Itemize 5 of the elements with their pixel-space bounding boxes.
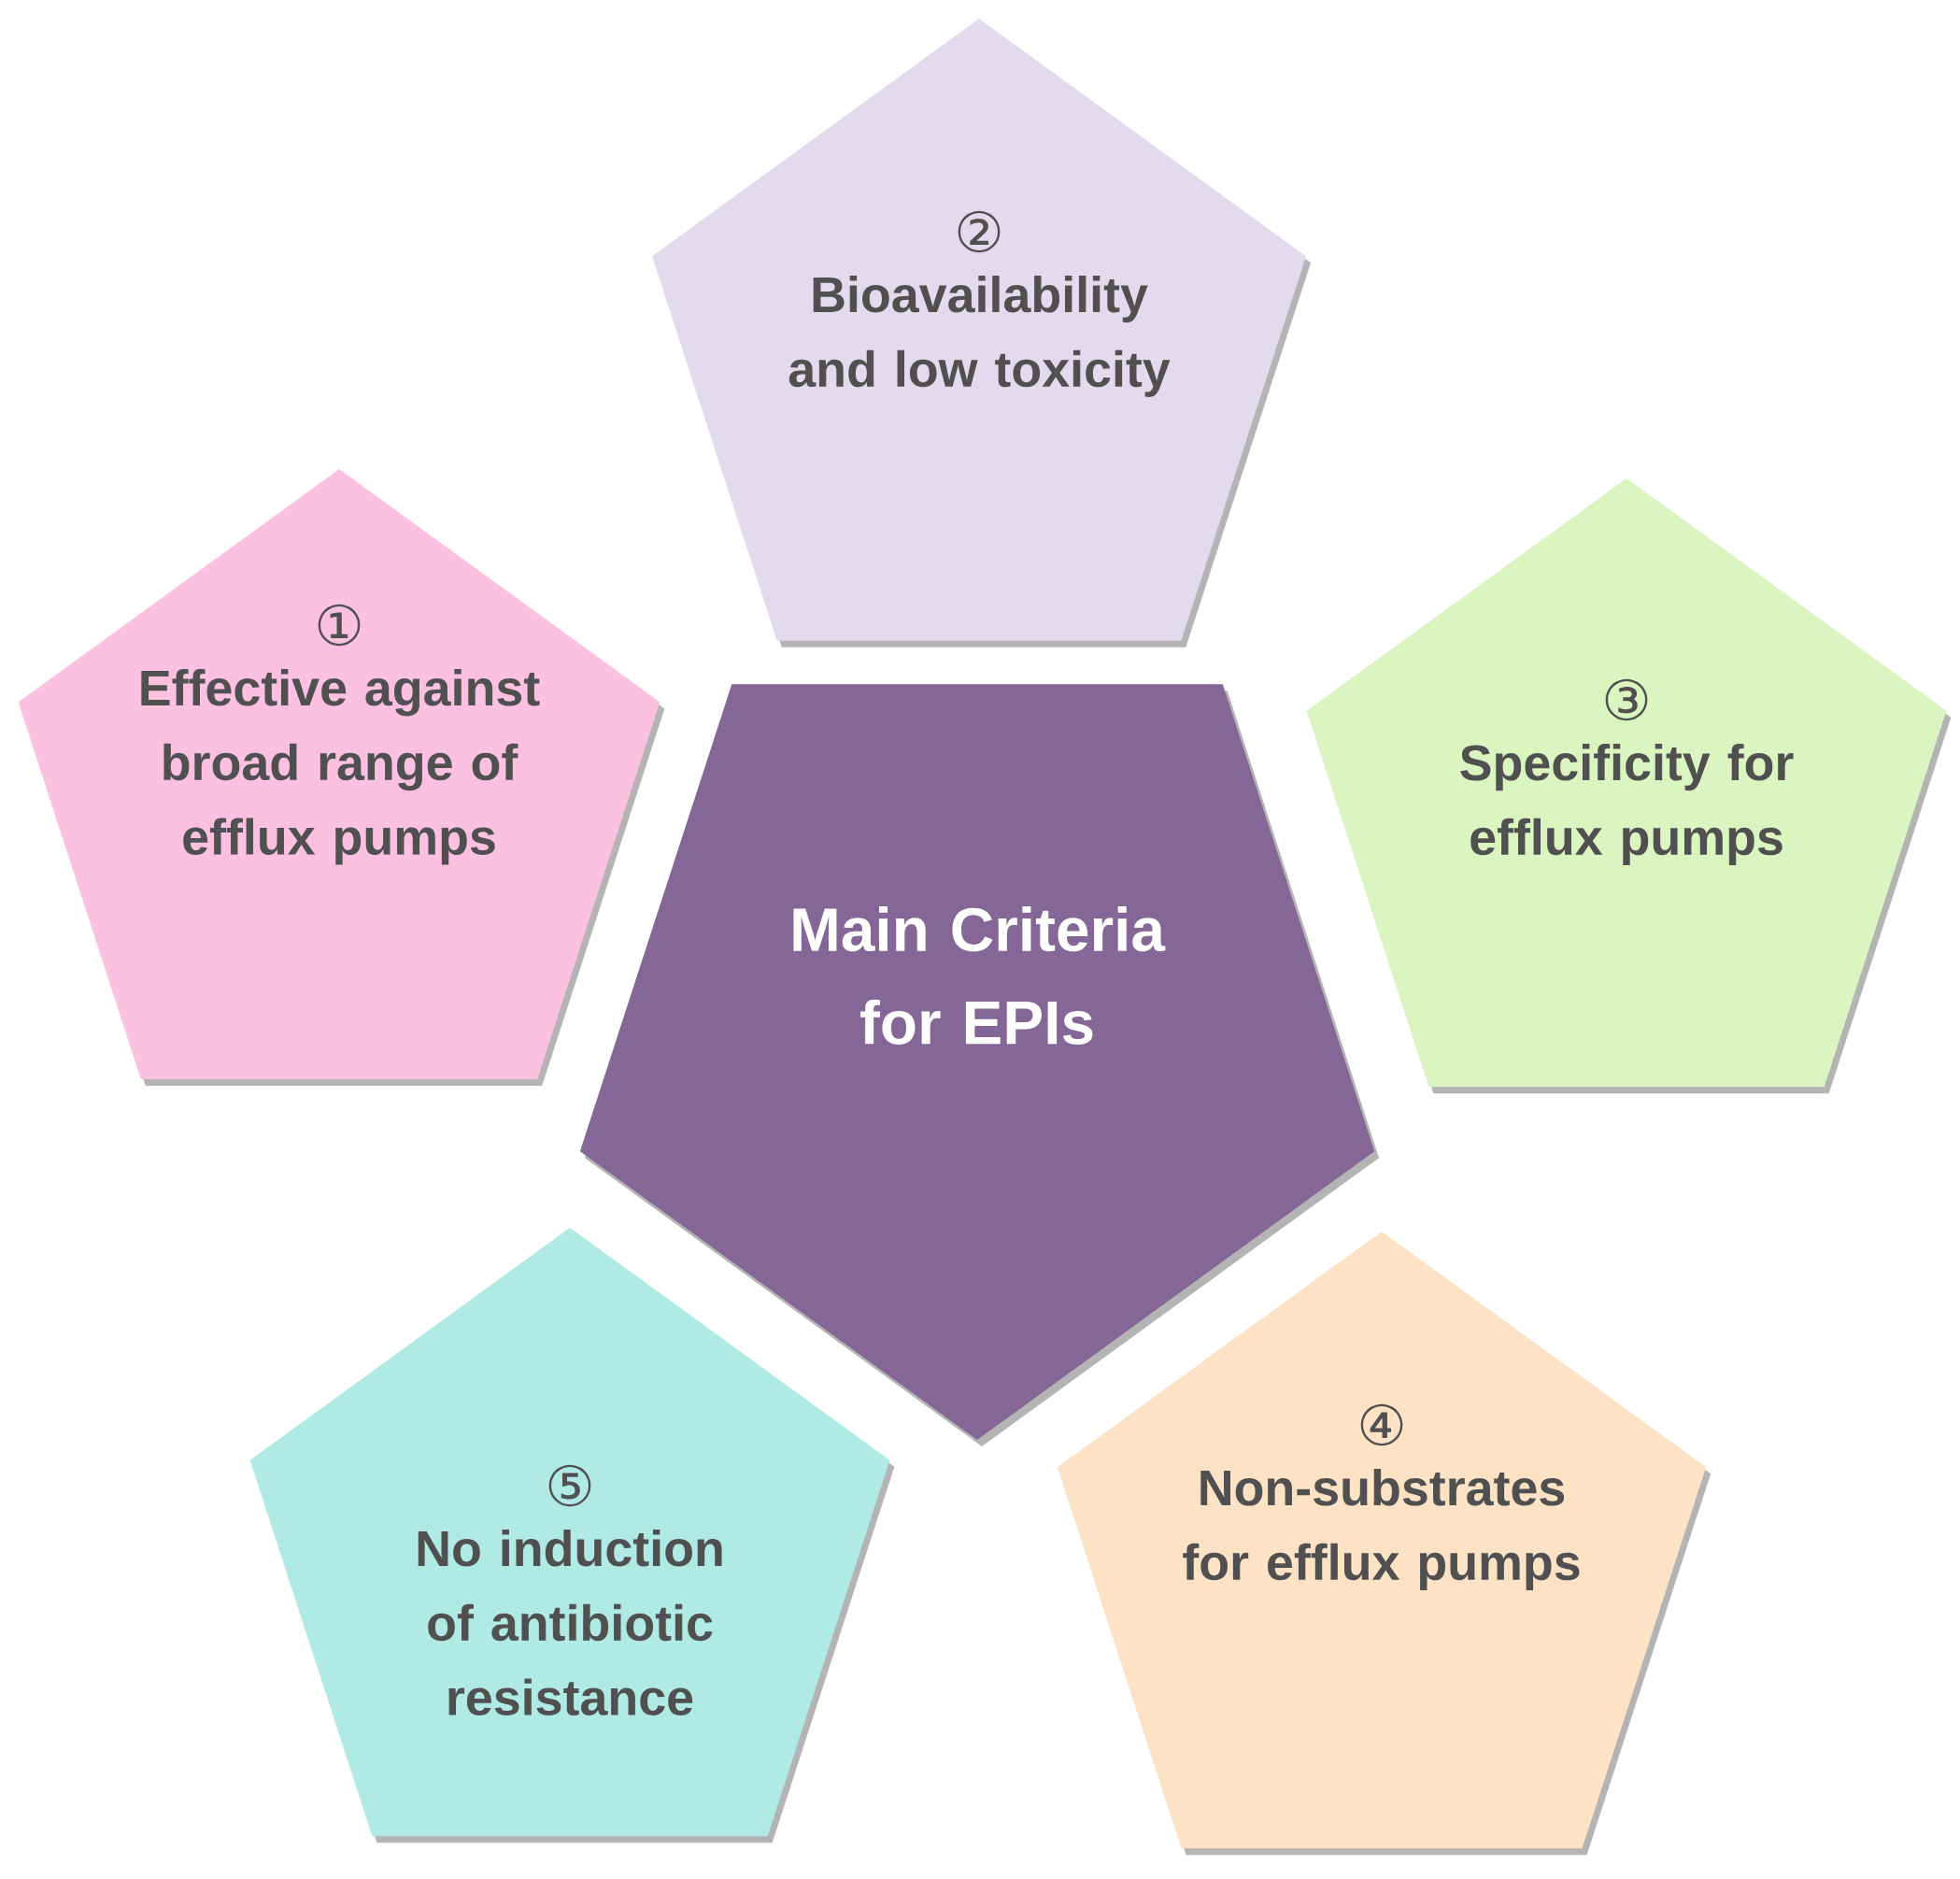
pentagon-box: ② Bioavailability and low toxicity <box>652 19 1311 648</box>
pentagon-box: ④ Non-substrates for efflux pumps <box>1057 1231 1711 1856</box>
pentagon-box: ③ Specificity for efflux pumps <box>1306 478 1952 1094</box>
pentagon-box: ① Effective against broad range of efflux pumps <box>18 469 665 1087</box>
pentagon-box: ⑤ No induction of antibiotic resistance <box>249 1228 895 1843</box>
